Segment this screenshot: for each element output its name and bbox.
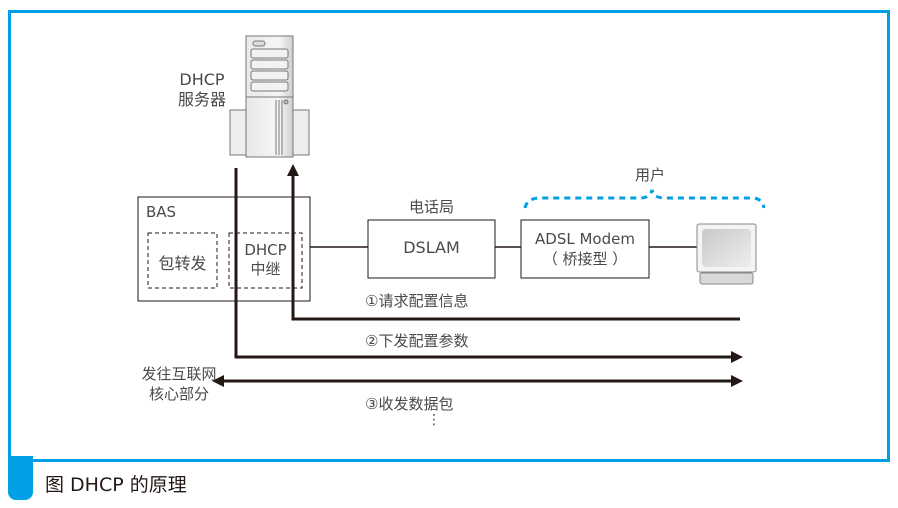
- packet-forward-box: [147, 232, 218, 289]
- figure-frame: [8, 10, 890, 462]
- flow-request-label: ①请求配置信息: [365, 292, 469, 310]
- server-label-line1: DHCP: [179, 70, 225, 89]
- packet-forward-label: 包转发: [158, 254, 207, 273]
- modem-label: ADSL Modem （ 桥接型 ）: [521, 229, 649, 269]
- bas-title: BAS: [146, 203, 177, 221]
- figure-caption: 图 DHCP 的原理: [45, 474, 187, 496]
- computer-monitor-icon: [696, 223, 757, 285]
- server-tower-icon: [229, 35, 310, 158]
- server-label: DHCP 服务器: [172, 70, 232, 110]
- arrow-right-icon: [731, 375, 743, 387]
- user-label: 用户: [634, 166, 665, 184]
- telecom-label: 电话局: [408, 198, 454, 216]
- modem-label-line2: （ 桥接型 ）: [542, 250, 628, 268]
- bas-box: [137, 196, 311, 302]
- arrow-right-icon: [731, 351, 743, 363]
- user-brace: [523, 189, 766, 209]
- flow-data-label: ③收发数据包: [365, 395, 454, 413]
- core-network-line1: 发往互联网: [141, 365, 217, 383]
- ellipsis: ⋮: [427, 412, 441, 428]
- caption-tab: [8, 456, 33, 500]
- dslam-box: [367, 219, 496, 279]
- flow-deliver-label: ②下发配置参数: [365, 332, 469, 350]
- dhcp-relay-line1: DHCP: [244, 241, 287, 259]
- flow-deliver-line: [234, 168, 733, 359]
- flow-request-line: [291, 172, 740, 321]
- dhcp-relay-box: [228, 232, 303, 289]
- modem-label-line1: ADSL Modem: [535, 230, 635, 248]
- arrow-left-icon: [212, 375, 224, 387]
- modem-box: [520, 219, 650, 279]
- core-network-label: 发往互联网 核心部分: [134, 364, 224, 404]
- server-label-line2: 服务器: [177, 90, 226, 109]
- dhcp-relay-label: DHCP 中继: [229, 241, 302, 279]
- dslam-label: DSLAM: [403, 238, 460, 257]
- core-network-line2: 核心部分: [148, 385, 209, 403]
- dhcp-relay-line2: 中继: [250, 260, 281, 278]
- arrow-up-icon: [287, 164, 299, 176]
